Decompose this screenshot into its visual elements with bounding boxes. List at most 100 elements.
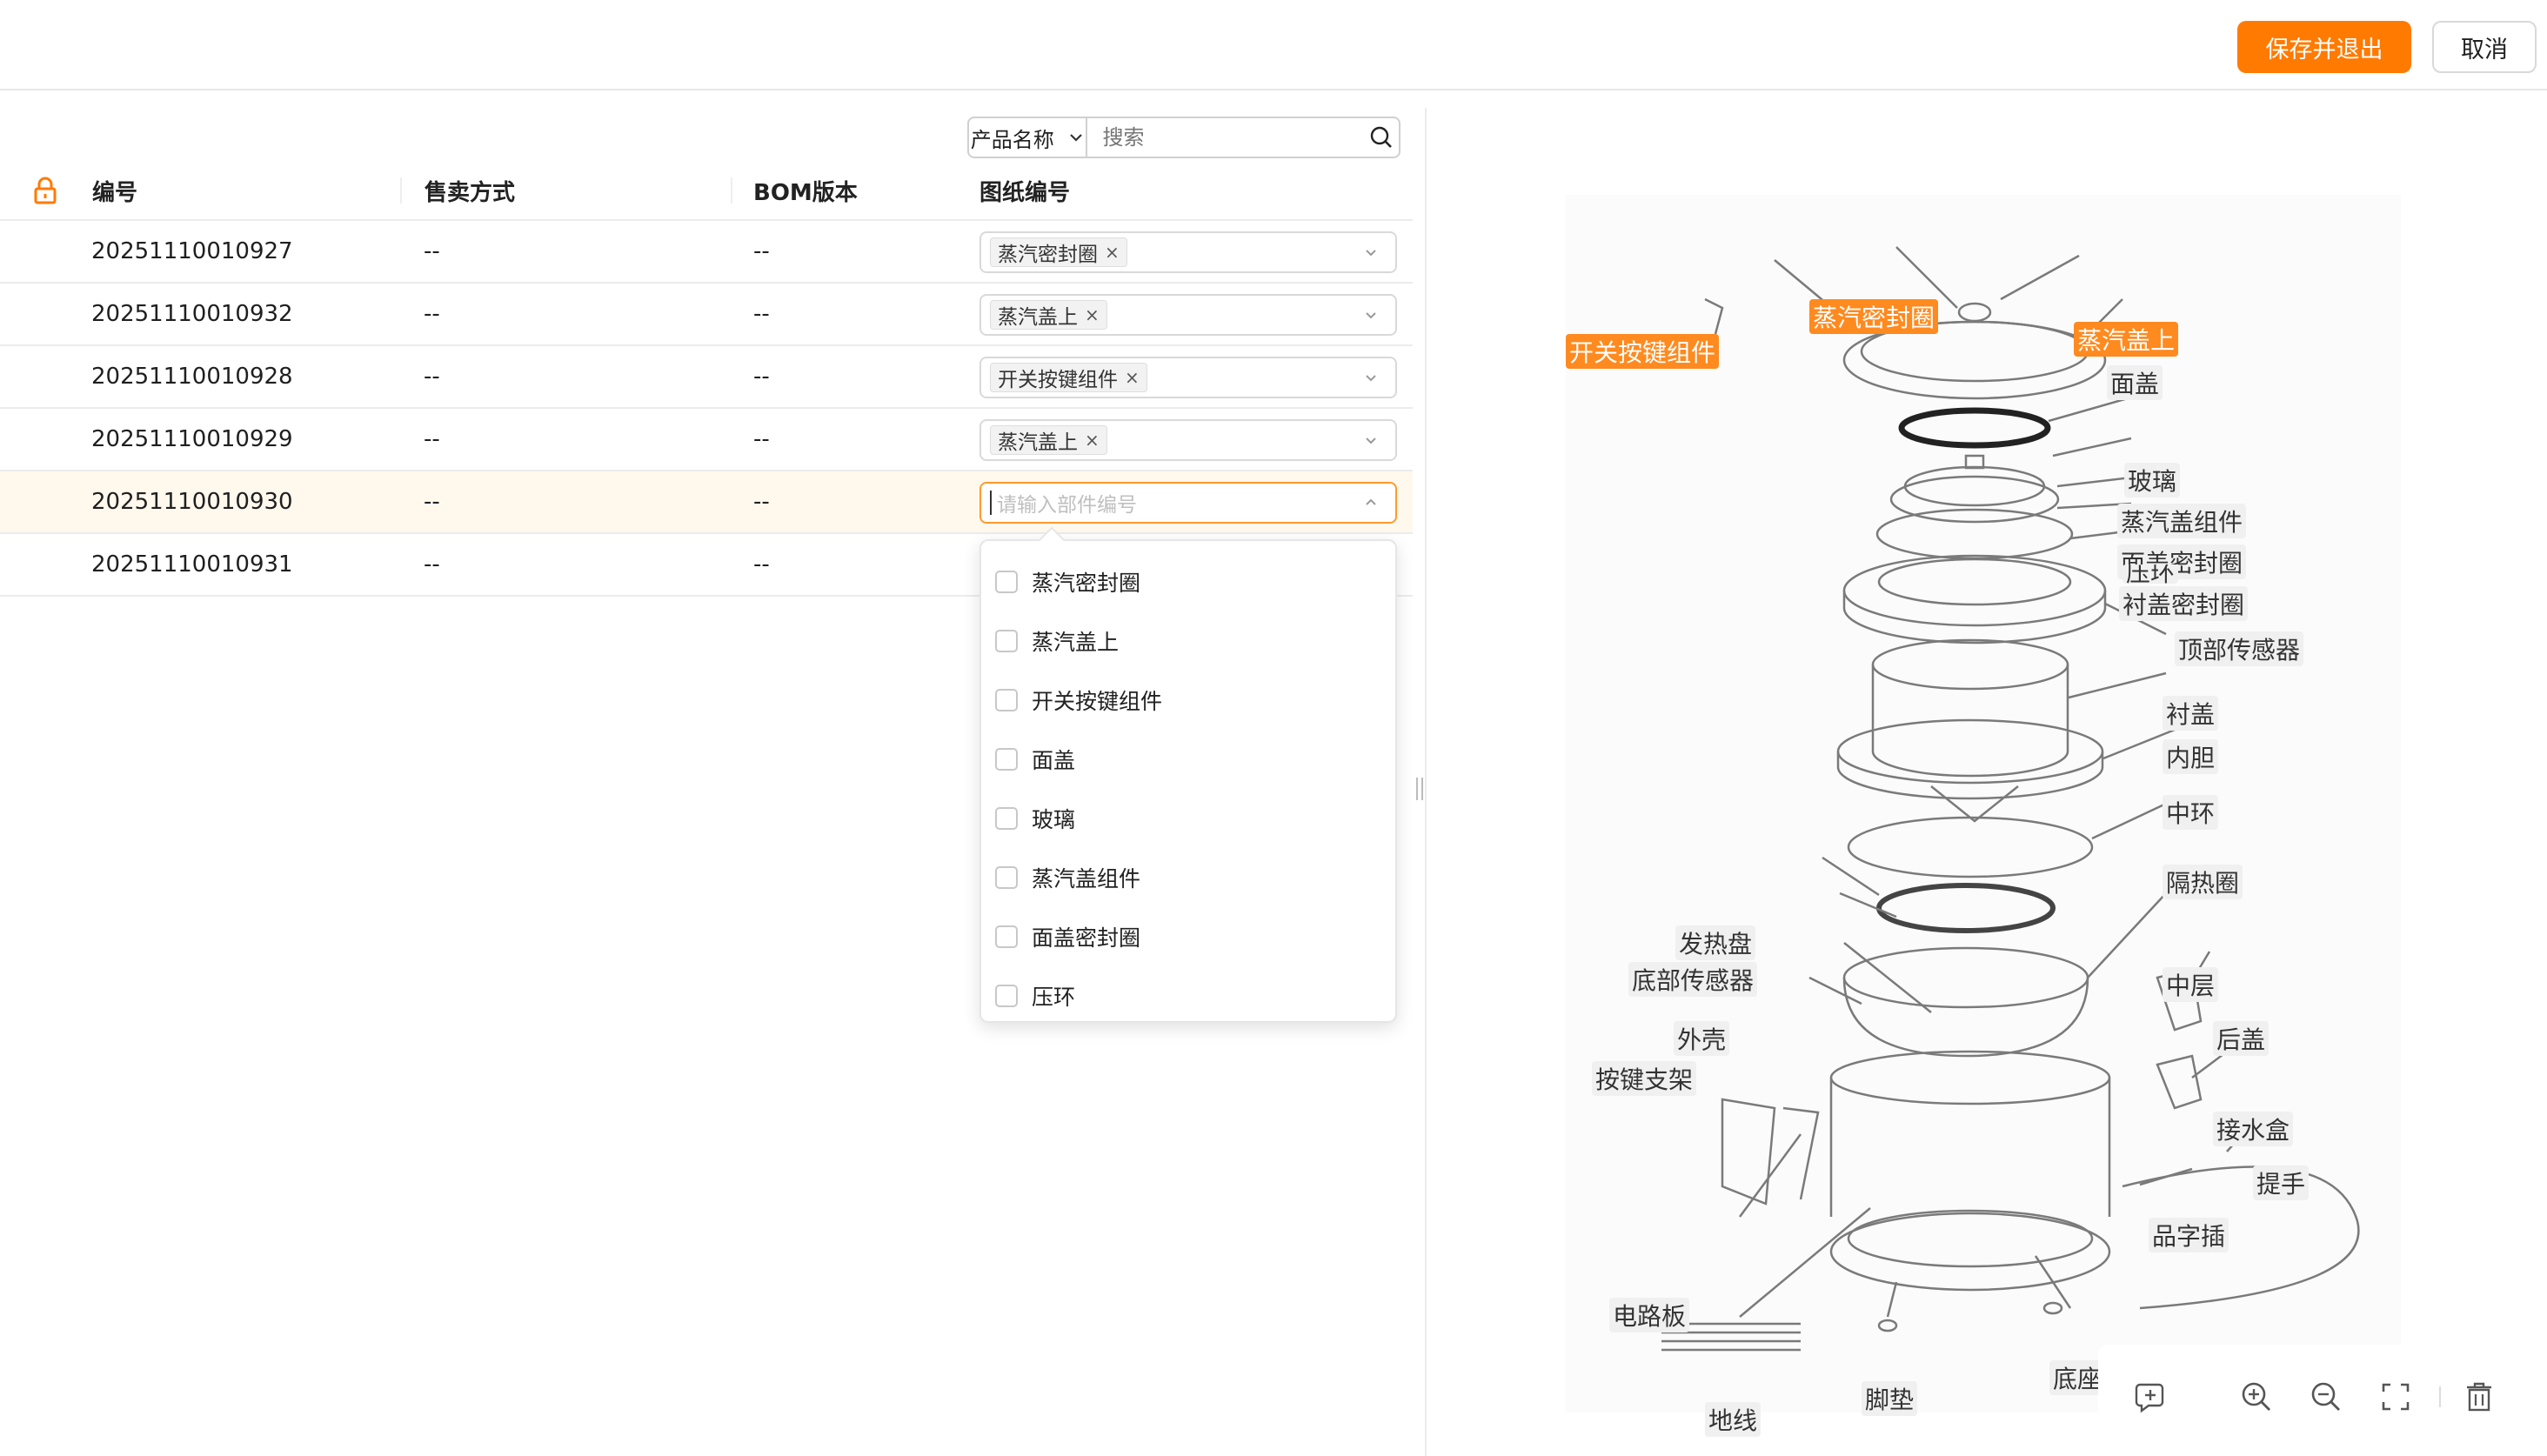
drawing-no-select[interactable]: 蒸汽盖上 × bbox=[979, 419, 1397, 461]
fullscreen-button[interactable] bbox=[2377, 1378, 2415, 1416]
dropdown-option[interactable]: 蒸汽盖上 bbox=[995, 619, 1119, 663]
callout-label[interactable]: 底部传感器 bbox=[1628, 962, 1758, 997]
callout-label-highlighted[interactable]: 蒸汽盖上 bbox=[2074, 322, 2179, 357]
checkbox[interactable] bbox=[995, 689, 1018, 711]
callout-label[interactable]: 衬盖 bbox=[2163, 696, 2219, 731]
add-marker-button[interactable] bbox=[2131, 1378, 2169, 1416]
checkbox[interactable] bbox=[995, 630, 1018, 652]
col-header-sale-method: 售卖方式 bbox=[424, 179, 516, 206]
checkbox[interactable] bbox=[995, 985, 1018, 1007]
dropdown-option[interactable]: 蒸汽密封圈 bbox=[995, 560, 1140, 604]
toolbar-divider bbox=[2439, 1386, 2441, 1407]
chevron-down-icon bbox=[1366, 312, 1376, 319]
callout-label[interactable]: 外壳 bbox=[1674, 1021, 1730, 1056]
viewer-toolbar bbox=[2098, 1345, 2547, 1456]
selected-tag: 蒸汽密封圈× bbox=[990, 237, 1127, 267]
callout-label[interactable]: 脚垫 bbox=[1862, 1381, 1918, 1416]
callout-label[interactable]: 蒸汽盖组件 bbox=[2117, 504, 2247, 538]
dropdown-option[interactable]: 开关按键组件 bbox=[995, 678, 1162, 722]
callout-label[interactable]: 内胆 bbox=[2163, 739, 2219, 774]
drag-grip-icon[interactable] bbox=[1416, 778, 1423, 800]
close-icon[interactable]: × bbox=[1085, 304, 1100, 325]
table-row[interactable]: 20251110010927 -- -- 蒸汽密封圈× bbox=[0, 221, 1413, 284]
callout-label[interactable]: 面盖 bbox=[2107, 365, 2163, 400]
cell-id: 20251110010929 bbox=[91, 426, 293, 452]
search-button[interactable] bbox=[1364, 125, 1399, 150]
callout-label[interactable]: 按键支架 bbox=[1592, 1061, 1697, 1096]
checkbox[interactable] bbox=[995, 866, 1018, 889]
filter-bar: 产品名称 bbox=[967, 117, 1401, 158]
zoom-out-button[interactable] bbox=[2307, 1378, 2345, 1416]
lock-icon bbox=[34, 177, 57, 204]
cancel-button[interactable]: 取消 bbox=[2432, 21, 2537, 73]
part-options-dropdown: 蒸汽密封圈 蒸汽盖上 开关按键组件 面盖 玻璃 蒸汽盖组件 面盖密封圈 压环 bbox=[979, 539, 1397, 1023]
checkbox[interactable] bbox=[995, 571, 1018, 593]
callout-label[interactable]: 中层 bbox=[2163, 967, 2219, 1002]
callout-label[interactable]: 隔热圈 bbox=[2163, 865, 2243, 899]
cell-bom-version: -- bbox=[753, 551, 770, 578]
search-input[interactable] bbox=[1086, 118, 1364, 157]
selected-tag: 蒸汽盖上× bbox=[990, 300, 1107, 330]
cell-id: 20251110010932 bbox=[91, 301, 293, 327]
dropdown-option[interactable]: 面盖密封圈 bbox=[995, 915, 1140, 958]
close-icon[interactable]: × bbox=[1105, 242, 1120, 263]
table-row[interactable]: 20251110010929 -- -- 蒸汽盖上× bbox=[0, 409, 1413, 471]
dropdown-option[interactable]: 玻璃 bbox=[995, 797, 1075, 840]
close-icon[interactable]: × bbox=[1125, 367, 1140, 388]
zoom-in-button[interactable] bbox=[2237, 1378, 2276, 1416]
table-row[interactable]: 20251110010931 -- -- bbox=[0, 534, 1413, 597]
callout-label-highlighted[interactable]: 蒸汽密封圈 bbox=[1809, 299, 1939, 334]
dropdown-option[interactable]: 面盖 bbox=[995, 738, 1075, 781]
cell-sale-method: -- bbox=[424, 489, 440, 515]
dropdown-option[interactable]: 压环 bbox=[995, 974, 1075, 1018]
callout-label[interactable]: 玻璃 bbox=[2124, 463, 2181, 498]
lock-column-toggle[interactable] bbox=[33, 160, 57, 221]
drawing-no-select[interactable]: 蒸汽盖上× bbox=[979, 294, 1397, 336]
save-and-exit-button[interactable]: 保存并退出 bbox=[2237, 21, 2411, 73]
callout-label[interactable]: 中环 bbox=[2163, 795, 2219, 830]
close-icon[interactable]: × bbox=[1085, 430, 1100, 451]
exploded-diagram[interactable]: 开关按键组件 蒸汽密封圈 蒸汽盖上 面盖 玻璃 蒸汽盖组件 面盖密封圈 压环 衬… bbox=[1566, 195, 2401, 1437]
tag-label: 开关按键组件 bbox=[998, 369, 1118, 391]
cell-bom-version: -- bbox=[753, 238, 770, 264]
panel-divider-line bbox=[1425, 108, 1427, 1456]
drawing-viewer: 开关按键组件 蒸汽密封圈 蒸汽盖上 面盖 玻璃 蒸汽盖组件 面盖密封圈 压环 衬… bbox=[1427, 108, 2547, 1456]
callout-label[interactable]: 品字插 bbox=[2149, 1218, 2229, 1252]
callout-label[interactable]: 电路板 bbox=[1609, 1298, 1690, 1332]
checkbox[interactable] bbox=[995, 925, 1018, 948]
callout-label[interactable]: 提手 bbox=[2253, 1165, 2310, 1200]
table-row[interactable]: 20251110010932 -- -- 蒸汽盖上× bbox=[0, 284, 1413, 346]
callout-label[interactable]: 接水盒 bbox=[2213, 1112, 2294, 1146]
callout-label[interactable]: 发热盘 bbox=[1675, 925, 1756, 960]
cell-id: 20251110010930 bbox=[91, 489, 293, 515]
product-name-select[interactable]: 产品名称 bbox=[969, 118, 1087, 157]
drawing-no-select-focused[interactable]: 请输入部件编号 bbox=[979, 482, 1397, 524]
callout-label[interactable]: 后盖 bbox=[2213, 1021, 2270, 1056]
option-label: 蒸汽盖上 bbox=[1032, 630, 1120, 655]
chevron-down-icon bbox=[1366, 250, 1376, 257]
callout-label[interactable]: 地线 bbox=[1705, 1402, 1762, 1437]
callout-label[interactable]: 衬盖密封圈 bbox=[2119, 586, 2249, 621]
drawing-no-select[interactable]: 开关按键组件 × bbox=[979, 357, 1397, 398]
callout-label[interactable]: 底座 bbox=[2049, 1360, 2106, 1395]
callout-label[interactable]: 顶部传感器 bbox=[2175, 631, 2304, 666]
cell-id: 20251110010931 bbox=[91, 551, 293, 578]
dropdown-option[interactable]: 蒸汽盖组件 bbox=[995, 856, 1140, 899]
table-row[interactable]: 20251110010928 -- -- 开关按键组件× bbox=[0, 346, 1413, 409]
add-marker-icon bbox=[2135, 1383, 2164, 1413]
delete-button[interactable] bbox=[2460, 1378, 2498, 1416]
chevron-down-icon bbox=[1366, 375, 1376, 382]
checkbox[interactable] bbox=[995, 807, 1018, 830]
col-separator[interactable] bbox=[731, 177, 732, 204]
drawing-no-select[interactable]: 蒸汽密封圈× bbox=[979, 231, 1397, 273]
rice-cooker-exploded-drawing bbox=[1661, 246, 2360, 1352]
table-row-active[interactable]: 20251110010930 -- -- 请输入部件编号 bbox=[0, 471, 1413, 534]
part-no-placeholder: 请输入部件编号 bbox=[997, 494, 1137, 517]
option-label: 压环 bbox=[1032, 985, 1076, 1010]
tag-label: 蒸汽盖上 bbox=[998, 431, 1078, 454]
col-separator[interactable] bbox=[400, 177, 402, 204]
callout-label-highlighted[interactable]: 开关按键组件 bbox=[1566, 334, 1720, 369]
panel-resize-handle[interactable] bbox=[1413, 108, 1427, 1456]
checkbox[interactable] bbox=[995, 748, 1018, 771]
callout-label[interactable]: 压环 bbox=[2122, 564, 2179, 584]
